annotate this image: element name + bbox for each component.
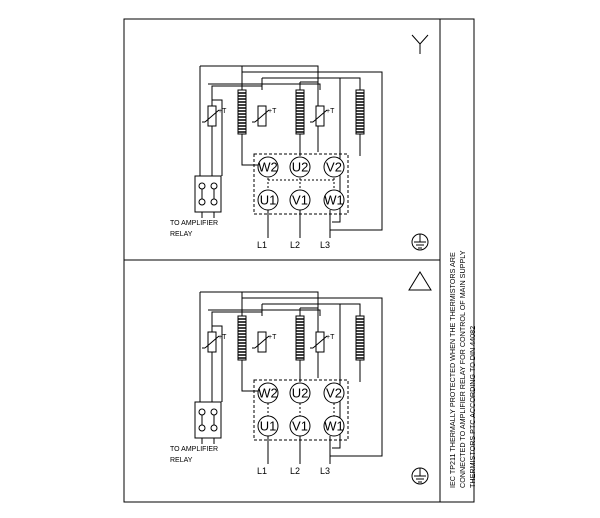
- relay-terminal-block: [194, 401, 222, 439]
- thermal-protection-note: IEC TP211 THERMALLY PROTECTED WHEN THE T…: [448, 250, 477, 488]
- note-line-2: CONNECTED TO AMPLIFIER RELAY FOR CONTROL…: [458, 250, 467, 488]
- ground-icon: [411, 233, 429, 251]
- winding-coil: [237, 89, 247, 135]
- star-connection-icon: [411, 34, 429, 54]
- terminal-u1: U1: [260, 419, 277, 434]
- terminal-v1: V1: [292, 419, 308, 434]
- star-connection-panel: +T +T +T W2 U2 V2 U1 V1 W1 L1 L2 L3 TO A…: [170, 34, 429, 251]
- thermistor-label: +T: [268, 108, 277, 115]
- terminal-w2: W2: [258, 386, 278, 401]
- terminal-box: [253, 379, 349, 441]
- relay-label-2: RELAY: [170, 457, 193, 464]
- relay-label-2: RELAY: [170, 231, 193, 238]
- terminal-v2: V2: [326, 160, 342, 175]
- relay-terminal-block: [194, 175, 222, 213]
- terminal-w1: W1: [324, 193, 344, 208]
- delta-connection-icon: [408, 271, 432, 291]
- relay-label-1: TO AMPLIFIER: [170, 446, 218, 453]
- line-label-l2: L2: [290, 240, 300, 250]
- thermistor-label: +T: [326, 108, 335, 115]
- delta-connection-panel: +T +T +T W2 U2 V2 U1 V1 W1 L1 L2 L3 TO A…: [170, 271, 432, 485]
- winding-coil: [355, 89, 365, 135]
- relay-label-1: TO AMPLIFIER: [170, 220, 218, 227]
- note-line-1: IEC TP211 THERMALLY PROTECTED WHEN THE T…: [448, 252, 457, 488]
- note-line-3: THERMISTORS PTC ACCORDING TO DIN 44082: [468, 326, 477, 488]
- thermistor: [309, 105, 328, 127]
- line-label-l3: L3: [320, 240, 330, 250]
- terminal-u2: U2: [292, 160, 309, 175]
- terminal-v1: V1: [292, 193, 308, 208]
- line-label-l3: L3: [320, 466, 330, 476]
- terminal-box: [253, 153, 349, 215]
- thermistor-label: +T: [268, 334, 277, 341]
- line-label-l1: L1: [257, 466, 267, 476]
- terminal-u1: U1: [260, 193, 277, 208]
- ground-icon: [411, 467, 429, 485]
- thermistor-label: +T: [218, 108, 227, 115]
- thermistor-label: +T: [326, 334, 335, 341]
- terminal-u2: U2: [292, 386, 309, 401]
- thermistor: [201, 105, 220, 127]
- terminal-w2: W2: [258, 160, 278, 175]
- line-label-l2: L2: [290, 466, 300, 476]
- line-label-l1: L1: [257, 240, 267, 250]
- winding-coil: [295, 89, 305, 135]
- terminal-v2: V2: [326, 386, 342, 401]
- thermistor-label: +T: [218, 334, 227, 341]
- thermistor: [251, 105, 270, 127]
- terminal-w1: W1: [324, 419, 344, 434]
